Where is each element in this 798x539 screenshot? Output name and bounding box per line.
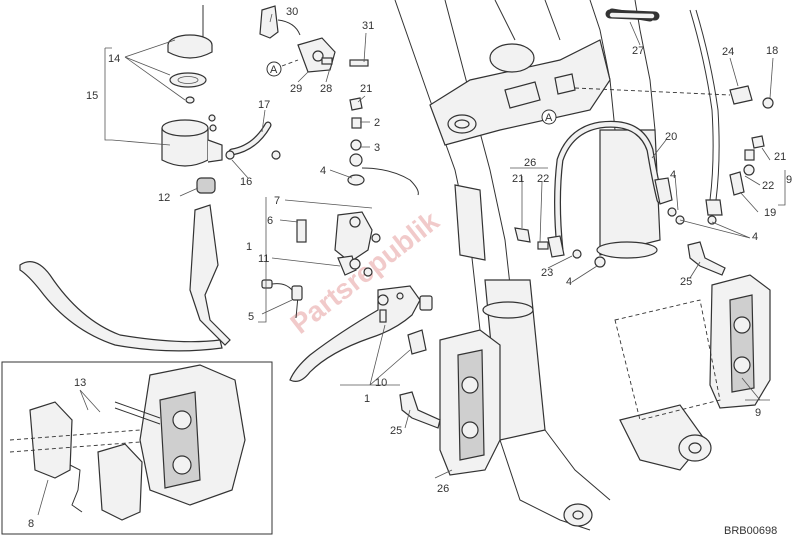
callout-5: 5 <box>248 311 254 323</box>
callout-21c: 21 <box>774 151 786 163</box>
brake-pad-inset <box>1 361 273 535</box>
reservoir-assembly <box>19 5 281 352</box>
callout-25b: 25 <box>680 276 692 288</box>
callout-27: 27 <box>632 45 644 57</box>
callout-16: 16 <box>240 176 252 188</box>
callout-21b: 21 <box>512 173 524 185</box>
callout-29: 29 <box>290 83 302 95</box>
ref-mark-a-left: A <box>270 64 278 76</box>
callout-28: 28 <box>320 83 332 95</box>
lever-assembly <box>261 211 433 382</box>
callout-15: 15 <box>86 90 98 102</box>
drawing-code: BRB00698 <box>724 525 777 537</box>
callout-13: 13 <box>74 377 86 389</box>
callout-14: 14 <box>108 53 120 65</box>
callout-26a: 26 <box>437 483 449 495</box>
caliper-right <box>614 241 771 421</box>
callout-24: 24 <box>722 46 734 58</box>
callout-2: 2 <box>374 117 380 129</box>
ref-mark-a-right: A <box>545 112 553 124</box>
top-connectors: A <box>259 5 369 77</box>
callout-labels: 14 15 12 16 17 30 29 28 31 21 2 3 4 7 6 … <box>28 6 792 530</box>
callout-4a: 4 <box>320 165 326 177</box>
callout-22b: 22 <box>762 180 774 192</box>
callout-22a: 22 <box>537 173 549 185</box>
callout-31: 31 <box>362 20 374 32</box>
callout-17: 17 <box>258 99 270 111</box>
callout-4c: 4 <box>670 169 676 181</box>
callout-12: 12 <box>158 192 170 204</box>
callout-4b: 4 <box>566 276 572 288</box>
callout-23: 23 <box>541 267 553 279</box>
callout-25a: 25 <box>390 425 402 437</box>
callout-19: 19 <box>764 207 776 219</box>
callout-8: 8 <box>28 518 34 530</box>
callout-6: 6 <box>267 215 273 227</box>
callout-20: 20 <box>665 131 677 143</box>
callout-11: 11 <box>258 253 269 265</box>
callout-1a: 1 <box>246 241 252 253</box>
callout-10: 10 <box>375 377 387 389</box>
callout-1b: 1 <box>364 393 370 405</box>
caliper-left <box>399 329 501 476</box>
callout-4d: 4 <box>752 231 758 243</box>
callout-9b: 9 <box>755 407 761 419</box>
callout-26b: 26 <box>524 157 536 169</box>
callout-30: 30 <box>286 6 298 18</box>
callout-7: 7 <box>274 195 280 207</box>
brake-hose: A <box>347 8 774 268</box>
callout-18: 18 <box>766 45 778 57</box>
leader-lines <box>37 13 786 516</box>
callout-21a: 21 <box>360 83 372 95</box>
callout-9a: 9 <box>786 174 792 186</box>
callout-3: 3 <box>374 142 380 154</box>
